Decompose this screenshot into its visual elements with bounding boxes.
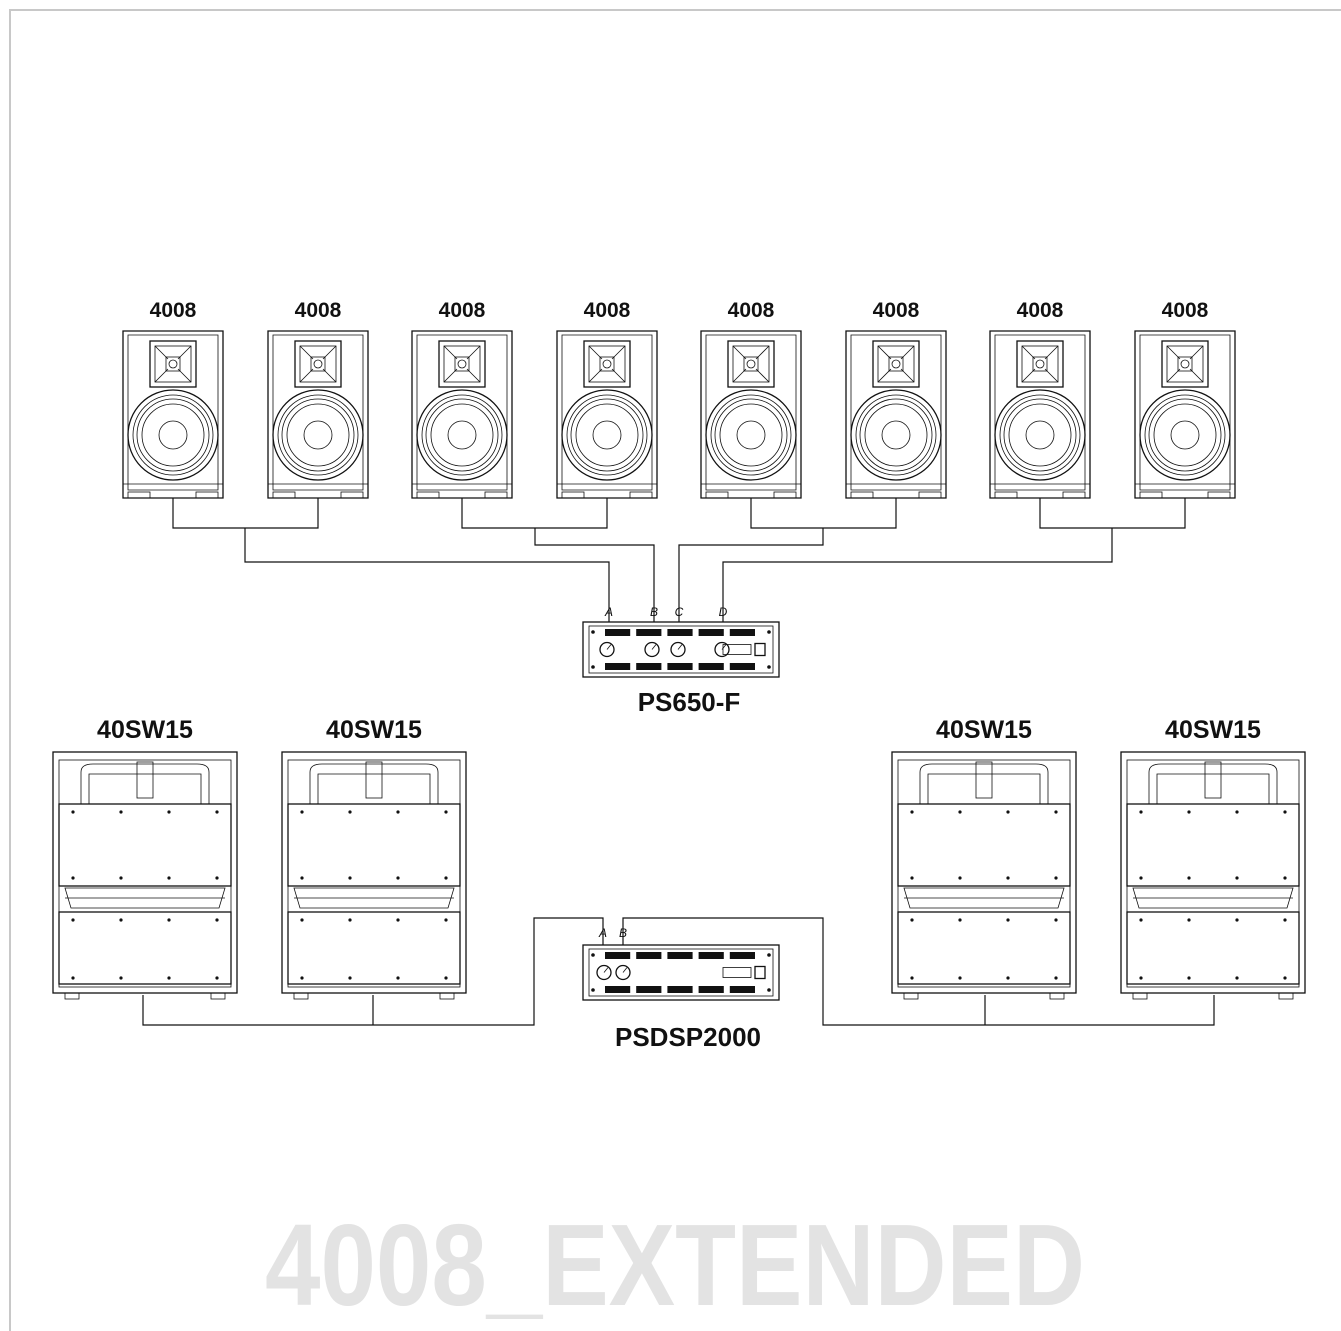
subwoofer-40SW15 — [1120, 751, 1306, 1000]
speaker-4008 — [700, 330, 802, 499]
wire-sub-right — [622, 917, 1215, 1026]
subwoofer-label: 40SW15 — [97, 716, 193, 744]
speaker-label: 4008 — [584, 299, 631, 322]
speaker-label: 4008 — [1017, 299, 1064, 322]
subwoofer-label: 40SW15 — [936, 716, 1032, 744]
subwoofer-40SW15 — [52, 751, 238, 1000]
wire — [1039, 498, 1186, 529]
subwoofer-label: 40SW15 — [1165, 716, 1261, 744]
wire — [461, 498, 608, 529]
wire-channel-a — [244, 528, 610, 622]
speaker-label: 4008 — [295, 299, 342, 322]
subwoofer-40SW15 — [891, 751, 1077, 1000]
speaker-wiring — [172, 498, 1186, 622]
speaker-label: 4008 — [728, 299, 775, 322]
subwoofer-40SW15 — [281, 751, 467, 1000]
subwoofer-labels: 40SW15 40SW15 40SW15 40SW15 — [97, 716, 1261, 744]
speaker-4008 — [122, 330, 224, 499]
subwoofer-label: 40SW15 — [326, 716, 422, 744]
amplifier-psdsp2000 — [582, 944, 780, 1001]
amplifier-label-top: PS650-F — [638, 687, 741, 717]
top-amp-channel-labels: A B C D — [604, 605, 728, 619]
subwoofer-wiring — [142, 917, 1215, 1026]
speaker-label: 4008 — [1162, 299, 1209, 322]
watermark-text: 4008_EXTENDED — [265, 1200, 1085, 1330]
amplifiers — [582, 621, 780, 1001]
speaker-4008 — [267, 330, 369, 499]
wire-channel-b — [534, 528, 655, 622]
speaker-label: 4008 — [873, 299, 920, 322]
speaker-4008 — [556, 330, 658, 499]
amplifier-ps650f — [582, 621, 780, 678]
wire — [172, 498, 319, 529]
amplifier-label-sub: PSDSP2000 — [615, 1022, 761, 1052]
speaker-labels: 4008 4008 4008 4008 4008 4008 4008 4008 — [150, 299, 1209, 322]
speaker-4008 — [1134, 330, 1236, 499]
full-range-speakers — [122, 330, 1236, 499]
wire — [750, 498, 897, 529]
page-frame — [9, 9, 1341, 1331]
wire-channel-c — [678, 528, 824, 622]
speaker-4008 — [411, 330, 513, 499]
wire-channel-d — [722, 528, 1113, 622]
speaker-4008 — [989, 330, 1091, 499]
speaker-label: 4008 — [439, 299, 486, 322]
subwoofer-cabinets — [52, 751, 1306, 1000]
speaker-4008 — [845, 330, 947, 499]
wire-sub-left — [142, 917, 604, 1026]
speaker-label: 4008 — [150, 299, 197, 322]
